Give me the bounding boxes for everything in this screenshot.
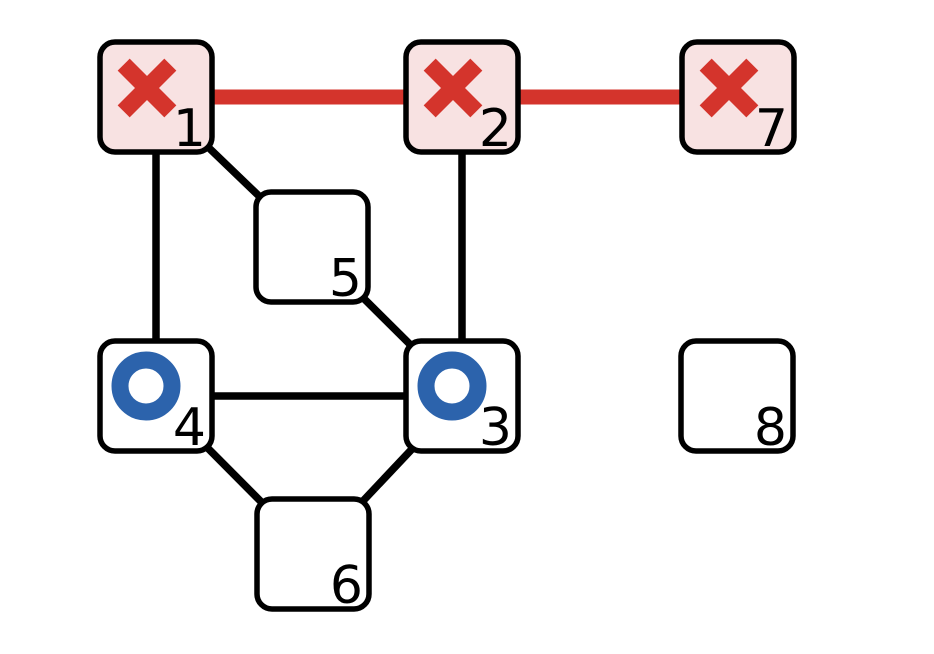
node-label-5: 5 (329, 249, 362, 309)
cross-mark-icon (117, 58, 177, 118)
node-box-6 (254, 496, 372, 612)
node-box-8 (678, 338, 796, 454)
cross-mark-icon (423, 58, 483, 118)
node-label-3: 3 (479, 398, 512, 458)
graph-node-2[interactable]: 2 (403, 39, 521, 159)
node-label-6: 6 (330, 556, 363, 616)
graph-node-1[interactable]: 1 (97, 39, 215, 159)
graph-node-6[interactable]: 6 (254, 496, 372, 616)
circle-mark-icon (111, 351, 181, 421)
node-box-5 (253, 189, 371, 305)
node-label-2: 2 (479, 99, 512, 159)
node-label-1: 1 (173, 99, 206, 159)
node-label-4: 4 (173, 398, 206, 458)
graph-node-4[interactable]: 4 (97, 338, 215, 458)
cross-mark-icon (699, 58, 759, 118)
circle-mark-icon (417, 351, 487, 421)
graph-node-5[interactable]: 5 (253, 189, 371, 309)
graph-node-3[interactable]: 3 (403, 338, 521, 458)
graph-node-7[interactable]: 7 (679, 39, 797, 159)
graph-node-8[interactable]: 8 (678, 338, 796, 458)
node-label-8: 8 (754, 398, 787, 458)
node-label-7: 7 (755, 99, 788, 159)
